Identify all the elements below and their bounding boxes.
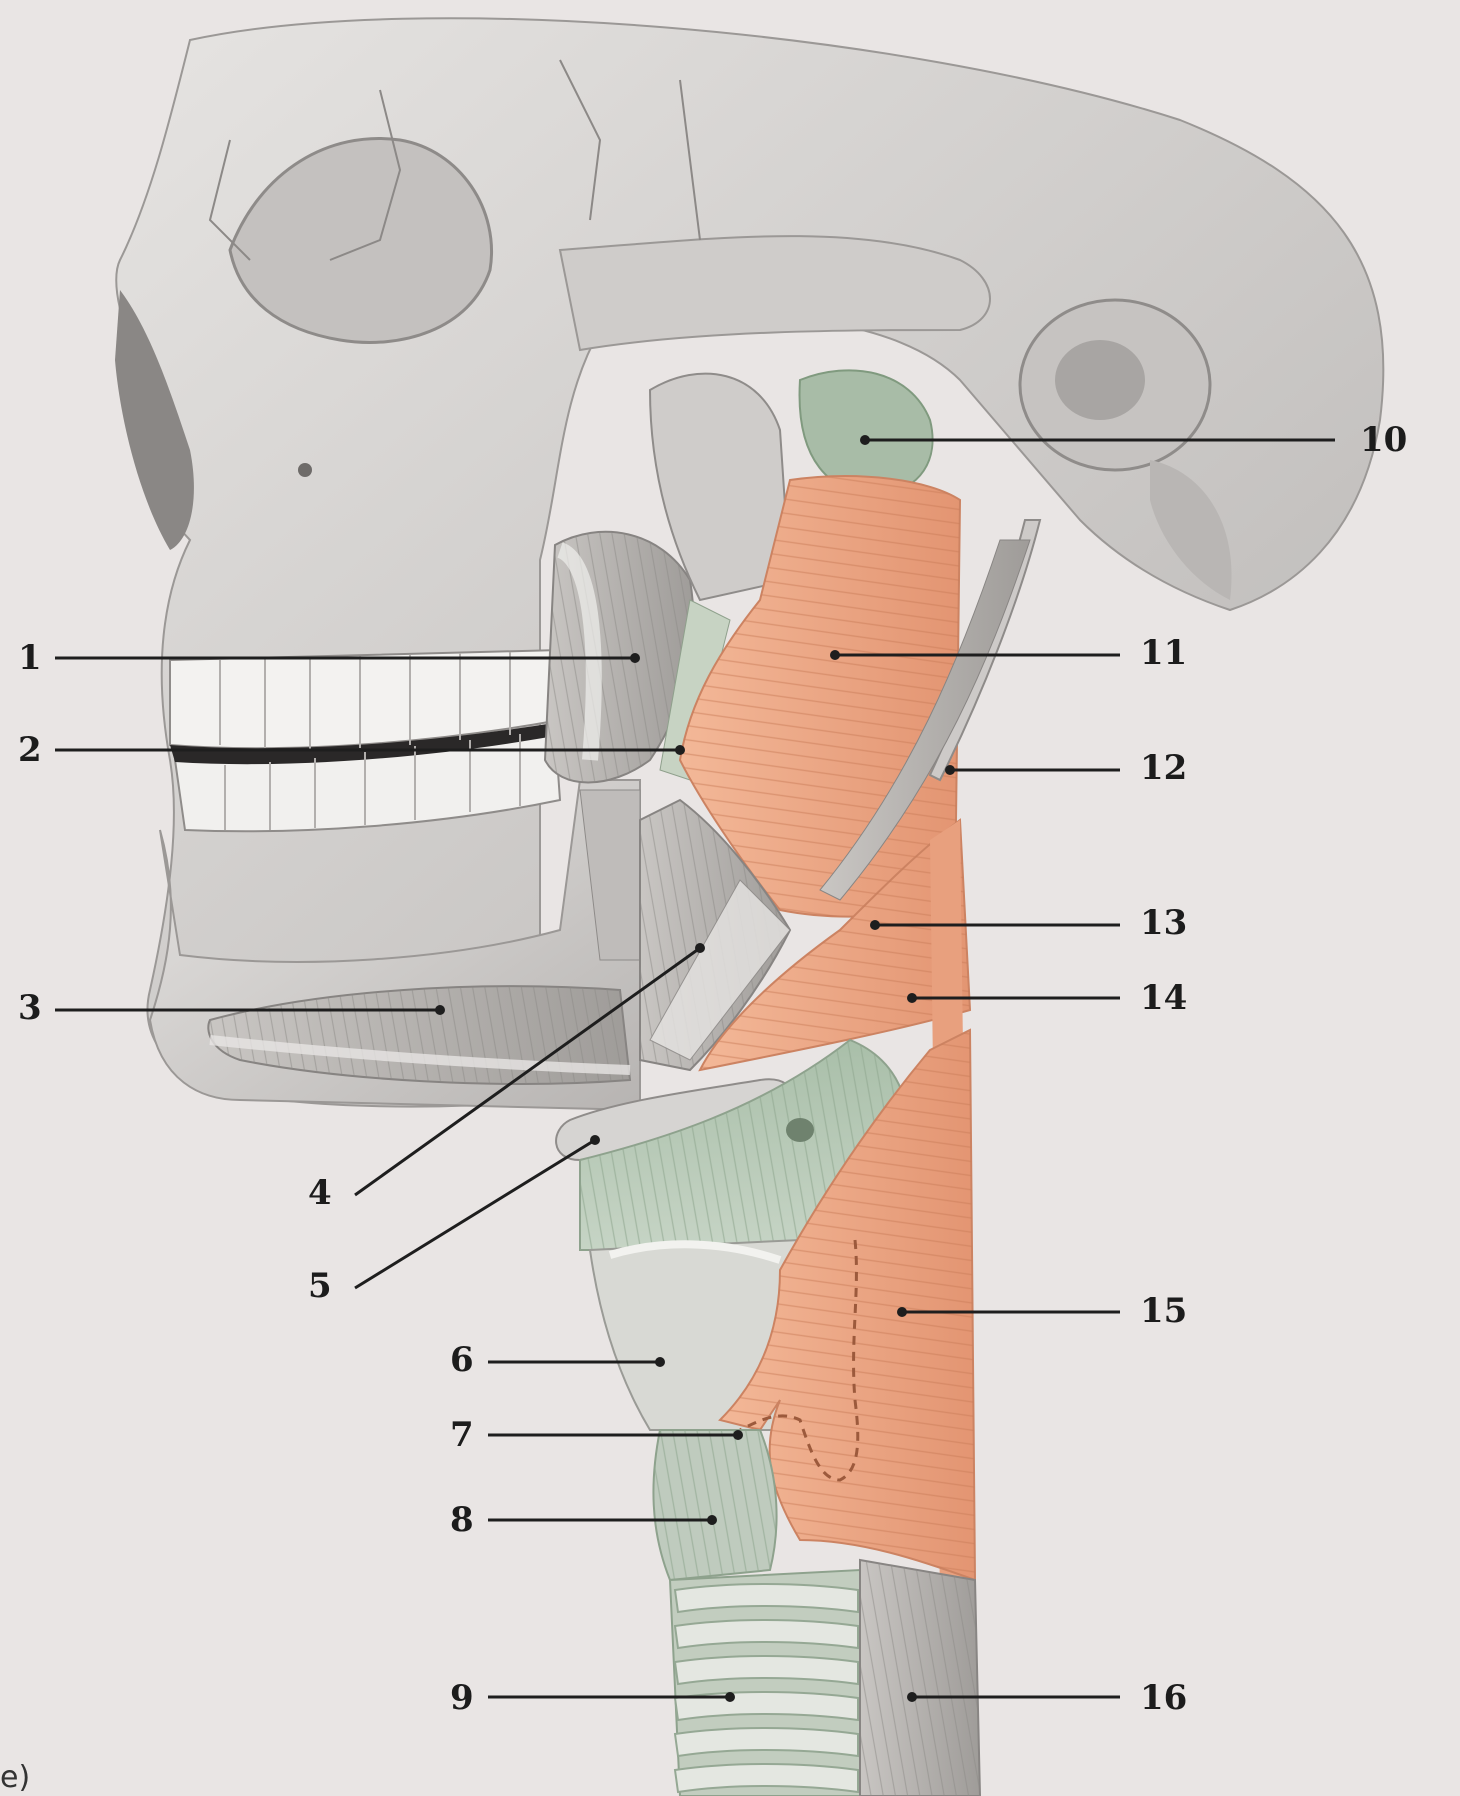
leader-dot-10: [860, 435, 870, 445]
label-7: 7: [450, 1415, 474, 1455]
ear-canal: [1055, 340, 1145, 420]
middle-constrictor-fibers: [700, 820, 970, 1070]
tracheal-ring: [673, 1583, 859, 1614]
cricothyroid-fibers: [653, 1430, 777, 1580]
label-8: 8: [450, 1500, 474, 1540]
pharyngobasilar-fascia: [798, 369, 934, 497]
orbit: [228, 137, 493, 344]
thyroid-cartilage-edge: [608, 1240, 782, 1264]
cricopharyngeus-dashed-outline: [739, 1239, 860, 1482]
label-4: 4: [308, 1173, 332, 1213]
tracheal-ring: [673, 1763, 859, 1794]
leader-dot-14: [907, 993, 917, 1003]
label-12: 12: [1140, 748, 1188, 788]
leader-line-5: [354, 1138, 596, 1290]
leader-lines: [55, 435, 1335, 1702]
leader-dot-9: [725, 1692, 735, 1702]
tracheal-ring: [673, 1727, 859, 1758]
leader-dot-12: [945, 765, 955, 775]
pterygoid-process: [648, 372, 792, 602]
label-3: 3: [18, 988, 42, 1028]
tracheal-ring: [673, 1691, 859, 1722]
hyoglossus-muscle: [639, 798, 792, 1072]
digastric-tendon: [209, 1035, 631, 1075]
trachea: [668, 1568, 861, 1796]
superior-laryngeal-foramen: [786, 1118, 814, 1142]
label-5: 5: [308, 1266, 332, 1306]
stylopharyngeus: [819, 539, 1031, 901]
mouth-gap: [170, 722, 560, 765]
label-15: 15: [1140, 1291, 1188, 1331]
leader-dot-13: [870, 920, 880, 930]
leader-dot-5: [590, 1135, 600, 1145]
skull: [115, 17, 1385, 1108]
label-14: 14: [1140, 978, 1188, 1018]
mastoid: [1150, 460, 1232, 600]
leader-dot-2: [675, 745, 685, 755]
leader-dot-8: [707, 1515, 717, 1525]
leader-dot-11: [830, 650, 840, 660]
tracheal-ring: [673, 1619, 859, 1650]
leader-dot-1: [630, 653, 640, 663]
teeth: [169, 648, 562, 833]
label-16: 16: [1140, 1678, 1188, 1718]
label-1: 1: [18, 638, 42, 678]
nasal-aperture: [115, 290, 194, 550]
buccinator-cut-edge: [556, 542, 602, 761]
inferior-pharyngeal-constrictor: [718, 1028, 977, 1582]
leader-dot-4: [695, 943, 705, 953]
label-9: 9: [450, 1678, 474, 1718]
leader-dot-16: [907, 1692, 917, 1702]
skull-sutures: [208, 59, 701, 261]
zygomatic-arch: [558, 235, 991, 352]
tracheal-ring: [673, 1655, 859, 1686]
esophagus-fibers: [860, 1560, 980, 1796]
tracheal-rings: [673, 1583, 859, 1794]
label-6: 6: [450, 1340, 474, 1380]
hyoglossus-cut-edge: [649, 879, 791, 1061]
label-10: 10: [1360, 420, 1408, 460]
leader-dot-3: [435, 1005, 445, 1015]
panel-label: e): [0, 1760, 31, 1795]
label-2: 2: [18, 730, 42, 770]
leader-line-4: [354, 946, 701, 1197]
leader-dot-7: [733, 1430, 743, 1440]
infraorbital-foramen: [298, 463, 312, 477]
esophagus: [859, 1558, 982, 1796]
tooth-separations: [219, 652, 521, 830]
leader-dot-15: [897, 1307, 907, 1317]
inferior-constrictor-fibers: [720, 1030, 975, 1580]
label-11: 11: [1140, 633, 1188, 673]
leader-dot-6: [655, 1357, 665, 1367]
label-13: 13: [1140, 903, 1188, 943]
